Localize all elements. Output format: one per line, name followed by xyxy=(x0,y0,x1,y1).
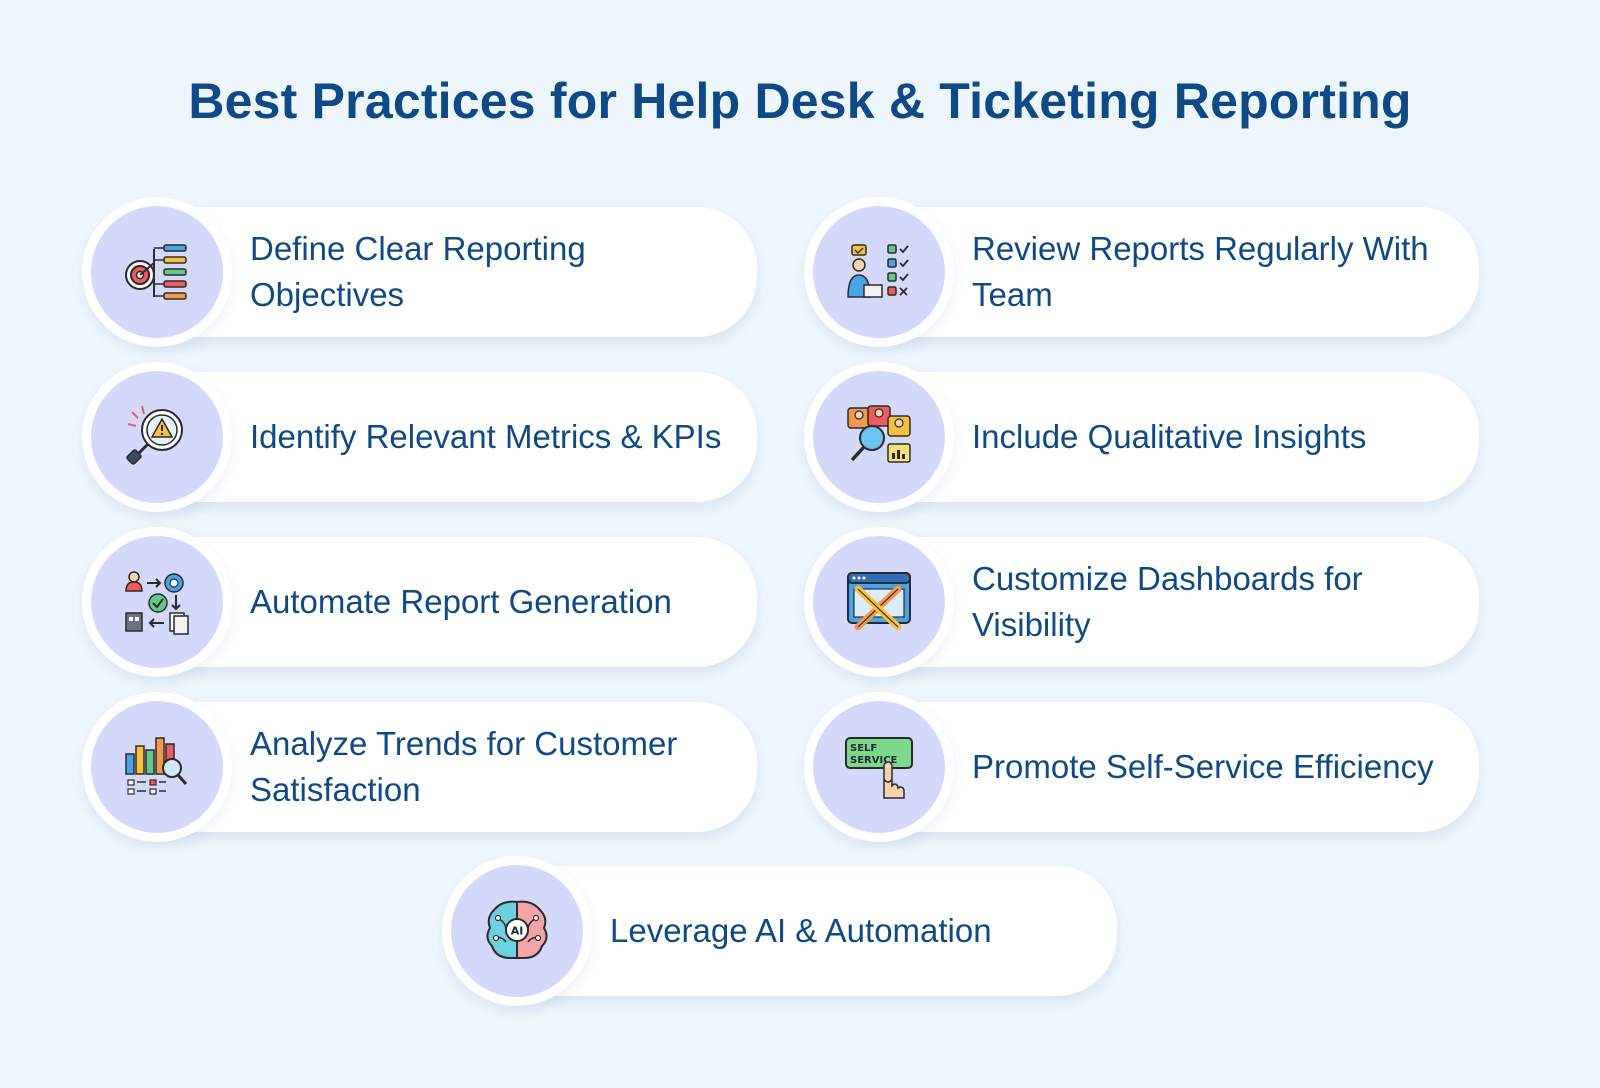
practice-label: Promote Self-Service Efficiency xyxy=(972,748,1434,785)
practice-card-qualitative-insights: Include Qualitative Insights xyxy=(804,362,1479,512)
dashboard-tools-icon xyxy=(847,572,911,631)
card-bar xyxy=(864,207,1479,337)
ai-badge: AI xyxy=(511,925,524,938)
target-checklist-icon xyxy=(125,244,187,300)
practice-label: Define Clear Reporting Objectives xyxy=(250,230,586,313)
card-bar xyxy=(864,537,1479,667)
practice-card-self-service: SELF SERVICE Promote Self-Service Effici… xyxy=(804,692,1479,842)
self-service-icon: SELF SERVICE xyxy=(845,737,913,799)
practice-card-define-objectives: Define Clear Reporting Objectives xyxy=(82,197,757,347)
icon-disc: SELF SERVICE xyxy=(813,701,945,833)
card-bar xyxy=(864,702,1479,832)
practice-card-automate-reports: Automate Report Generation xyxy=(82,527,757,677)
team-review-icon xyxy=(847,244,909,298)
practice-card-leverage-ai: AI Leverage AI & Automation xyxy=(442,856,1117,1006)
icon-disc xyxy=(813,206,945,338)
practice-card-review-reports: Review Reports Regularly With Team xyxy=(804,197,1479,347)
practice-card-customize-dashboards: Customize Dashboards for Visibility xyxy=(804,527,1479,677)
practice-card-analyze-trends: Analyze Trends for Customer Satisfaction xyxy=(82,692,757,842)
icon-disc xyxy=(813,371,945,503)
card-bar xyxy=(864,372,1479,502)
bar-chart-magnifier-icon xyxy=(125,737,188,795)
card-bar xyxy=(142,702,757,832)
automation-flow-icon xyxy=(125,571,189,635)
self-service-sign-line1: SELF xyxy=(850,743,877,754)
page-title: Best Practices for Help Desk & Ticketing… xyxy=(188,73,1412,129)
practice-card-identify-metrics: Identify Relevant Metrics & KPIs xyxy=(82,362,757,512)
card-bar xyxy=(142,372,757,502)
card-bar xyxy=(142,207,757,337)
card-bar xyxy=(502,866,1117,996)
practice-label: Automate Report Generation xyxy=(250,583,672,620)
warning-magnifier-icon xyxy=(126,405,183,465)
icon-disc xyxy=(91,701,223,833)
icon-disc xyxy=(91,371,223,503)
icon-disc xyxy=(91,206,223,338)
icon-disc xyxy=(813,536,945,668)
practice-label: Analyze Trends for Customer Satisfaction xyxy=(250,725,678,808)
self-service-sign-line2: SERVICE xyxy=(850,755,898,766)
people-insights-icon xyxy=(847,405,911,463)
icon-disc: AI xyxy=(451,865,583,997)
ai-brain-icon: AI xyxy=(486,900,548,959)
practice-label: Leverage AI & Automation xyxy=(610,912,992,949)
practice-label: Include Qualitative Insights xyxy=(972,418,1367,455)
practice-label: Customize Dashboards for Visibility xyxy=(972,560,1363,643)
card-bar xyxy=(142,537,757,667)
practice-label: Review Reports Regularly With Team xyxy=(972,230,1429,313)
practice-label: Identify Relevant Metrics & KPIs xyxy=(250,418,722,455)
icon-disc xyxy=(91,536,223,668)
